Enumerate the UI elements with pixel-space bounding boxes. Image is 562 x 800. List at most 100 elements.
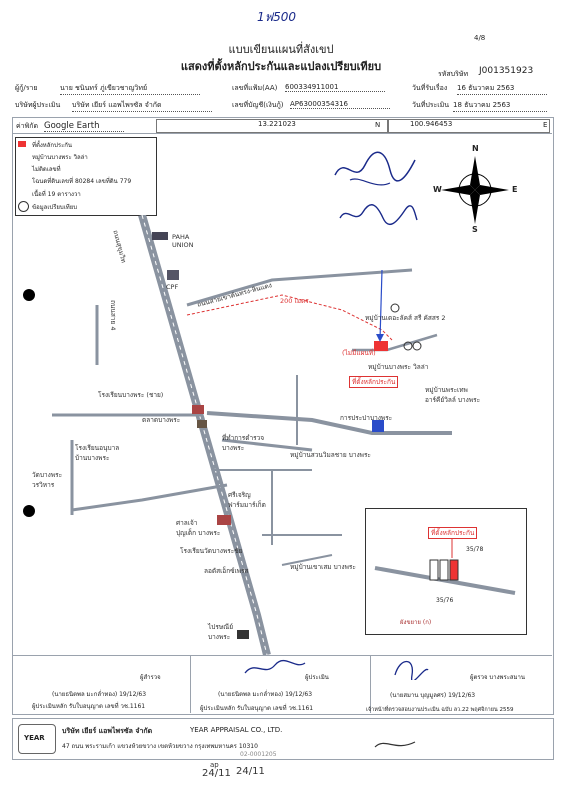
legend-item-collateral: ที่ตั้งหลักประกัน bbox=[32, 142, 73, 149]
company-logo bbox=[18, 724, 56, 754]
legend-box bbox=[15, 137, 157, 216]
legend-item-deed: โฉนดที่ดินเลขที่ 80284 เลขที่ดิน 779 bbox=[32, 176, 131, 186]
punch-hole-2 bbox=[23, 505, 35, 517]
appraiser-co-label: บริษัทผู้ประเมิน bbox=[15, 101, 61, 109]
survey-date-label: วันที่ประเมิน bbox=[412, 101, 450, 109]
label-pin-labels: (ไม่มีแผนที่) bbox=[342, 349, 376, 357]
hand-up: ap bbox=[210, 761, 219, 769]
compass-n: N bbox=[472, 144, 479, 153]
hand-date-2: 24/11 bbox=[236, 766, 265, 777]
label-paha-union: PAHA UNION bbox=[172, 233, 194, 249]
coord-label: ค่าพิกัด bbox=[16, 122, 39, 130]
legend-area-value: 19 bbox=[47, 191, 56, 198]
map-frame bbox=[12, 117, 554, 715]
inset-drawing bbox=[374, 538, 516, 595]
label-school-thai: โรงเรียนวัดบางพระชัย bbox=[180, 547, 243, 555]
receive-date-label: วันที่รับเรื่อง bbox=[412, 84, 448, 92]
label-market: ตลาดบางพระ bbox=[142, 416, 181, 424]
label-village-khao: หมู่บ้านเขาเสม บางพระ bbox=[290, 563, 356, 571]
sig-reviewer-role: ผู้ตรวจ บางพระสมาน bbox=[470, 674, 526, 681]
label-temple: วัดบางพระ วรวิหาร bbox=[32, 471, 63, 489]
label-pea: การประปาบางพระ bbox=[340, 414, 393, 422]
sig-approver-name: (นายธนิตพล มะกล่ำทอง) 19/12/63 bbox=[218, 691, 313, 698]
survey-date-value: 18 ธันวาคม 2563 bbox=[453, 100, 547, 112]
requester-label: ผู้กู้/ราย bbox=[15, 84, 38, 92]
signature-top bbox=[334, 151, 416, 186]
sig-reviewer-license: เจ้าหน้าที่ตรวจสอบงานประเมิน ฉบับ ลว.22 … bbox=[366, 707, 514, 713]
label-hospital: ศรีเจริญ ฟาร์มมาร์เก็ต bbox=[228, 491, 266, 509]
appraiser-co-value: บริษัท เยียร์ แอพไพรซัล จำกัด bbox=[72, 100, 212, 112]
handwritten-file-number: 1ฟ500 bbox=[257, 10, 297, 24]
sig-approver-role: ผู้ประเมิน bbox=[305, 674, 329, 681]
page-number: 4/8 bbox=[474, 34, 486, 42]
footer-company-th: บริษัท เยียร์ แอพไพรซัล จำกัด bbox=[62, 727, 153, 735]
sig-divider-1 bbox=[190, 655, 191, 713]
legend-deed-prefix: โฉนดที่ดินเลขที่ bbox=[32, 178, 74, 185]
inset-label-collateral: ที่ตั้งหลักประกัน bbox=[428, 527, 478, 539]
legend-item-no-number: ไม่ติดเลขที่ bbox=[32, 166, 61, 173]
legend-area-unit: ตารางวา bbox=[57, 191, 81, 198]
company-logo-text: YEAR bbox=[24, 734, 45, 742]
legend-item-area: เนื้อที่ 19 ตารางวา bbox=[32, 189, 81, 199]
label-post-office: ไปรษณีย์ บางพระ bbox=[208, 623, 234, 641]
receive-date-value: 16 ธันวาคม 2563 bbox=[457, 83, 547, 95]
label-village-3: หมู่บ้านเดอะลัคส์ สรี คัสสร 2 bbox=[365, 314, 446, 322]
compass-e: E bbox=[512, 185, 518, 194]
sig-reviewer-name: (นายสมาน บุญมูลศร) 19/12/63 bbox=[390, 692, 476, 699]
sig-divider-2 bbox=[370, 655, 371, 713]
label-school-anuban: โรงเรียนอนุบาล บ้านบางพระ bbox=[75, 444, 120, 462]
company-code-label: รหัสบริษัท bbox=[438, 70, 469, 78]
signature-footer bbox=[374, 741, 416, 748]
inset-num-bottom: 35/76 bbox=[436, 597, 454, 604]
legend-land-label: เลขที่ดิน bbox=[95, 178, 118, 185]
label-school-temple: ศาลเจ้า ปุญเต็ก บางพระ bbox=[176, 519, 221, 537]
coord-n-suffix: N bbox=[375, 121, 381, 129]
legend-comparison-marker bbox=[18, 201, 29, 212]
sig-surveyor-role: ผู้สำรวจ bbox=[140, 674, 161, 681]
legend-deed-number: 80284 bbox=[74, 178, 95, 185]
inset-num-top: 35/78 bbox=[466, 546, 484, 553]
file-no-value: 600334911001 bbox=[285, 83, 385, 92]
label-supermarket: ลอตัสเอ็กซ์เพรส bbox=[204, 567, 249, 575]
footer-box bbox=[12, 718, 554, 760]
coord-n-box bbox=[156, 119, 388, 133]
requester-value: นาย ชนินทร์ ภู่เขียวชาญวิทย์ bbox=[60, 83, 200, 95]
compass-rose bbox=[441, 156, 509, 224]
hand-date-1: 24/11 bbox=[202, 768, 231, 779]
sig-approver-license: ผู้ประเมินหลัก รับใบอนุญาต เลขที่ วช.116… bbox=[200, 705, 314, 712]
legend-item-village: หมู่บ้านบางพระ วิลล่า bbox=[32, 154, 88, 161]
company-code: J001351923 bbox=[479, 66, 534, 76]
sig-surveyor-license: ผู้ประเมินหลัก รับใบอนุญาต เลขที่ วช.116… bbox=[32, 703, 146, 710]
label-top-road-distance: 200 เมตร bbox=[280, 297, 309, 305]
signature-reviewer bbox=[394, 660, 429, 680]
label-village-1: หมู่บ้านบางพระ วิลล่า bbox=[368, 363, 429, 371]
label-school-bangphra: โรงเรียนบางพระ (ชาย) bbox=[98, 391, 164, 399]
coord-e: 100.946453 bbox=[410, 120, 453, 128]
compass-w: W bbox=[433, 185, 442, 194]
signature-middle bbox=[339, 204, 418, 226]
label-village-phrakot: หมู่บ้านพระเทพ อาร์คีย์วิลล์ บางพระ bbox=[425, 386, 481, 404]
file-no-label: เลขที่แฟ้ม(AA) bbox=[232, 84, 278, 92]
compass-s: S bbox=[472, 225, 478, 234]
coord-row bbox=[12, 117, 552, 134]
coord-n: 13.221023 bbox=[258, 120, 296, 128]
footer-address: 47 ถนน พระรามเก้า แขวงห้วยขวาง เขตห้วยขว… bbox=[62, 743, 258, 750]
punch-hole-1 bbox=[23, 289, 35, 301]
legend-land-number: 779 bbox=[119, 178, 132, 185]
coord-e-suffix: E bbox=[543, 121, 548, 129]
signature-approver bbox=[244, 659, 306, 674]
signature-section bbox=[12, 655, 552, 714]
sig-surveyor-name: (นายธนิตพล มะกล่ำทอง) 19/12/63 bbox=[52, 691, 147, 698]
account-value: AP63000354316 bbox=[290, 100, 390, 109]
label-cpf: CPF bbox=[166, 283, 179, 291]
coord-source: Google Earth bbox=[44, 121, 124, 132]
label-collateral: ที่ตั้งหลักประกัน bbox=[349, 376, 399, 388]
account-label: เลขที่บัญชี(เงินกู้) bbox=[232, 101, 284, 109]
coord-e-box bbox=[388, 119, 550, 133]
legend-collateral-marker bbox=[18, 141, 26, 147]
inset-direction: ผังขยาย (ก) bbox=[400, 619, 432, 626]
legend-item-comparison: ข้อมูลเปรียบเทียบ bbox=[32, 204, 78, 211]
footer-phone: 02-0001205 bbox=[240, 751, 277, 758]
label-village-suan: หมู่บ้านสวนวิมลชาย บางพระ bbox=[290, 451, 371, 459]
label-police: ที่ทำการตำรวจ บางพระ bbox=[222, 434, 265, 452]
